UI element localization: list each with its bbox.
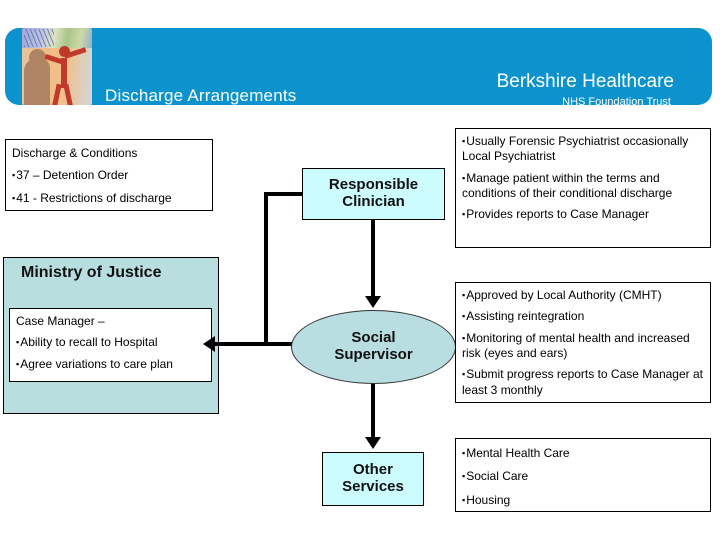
discharge-conditions-box: Discharge & Conditions 37 – Detention Or… (5, 139, 213, 211)
brand-subtitle: NHS Foundation Trust (562, 96, 671, 108)
logo-sky-band (22, 28, 92, 48)
discharge-conditions-item: 41 - Restrictions of discharge (12, 191, 206, 206)
discharge-conditions-heading: Discharge & Conditions (12, 146, 138, 160)
services-note: Mental Health Care (462, 446, 703, 461)
case-manager-item: Ability to recall to Hospital (16, 335, 205, 350)
node-social-supervisor[interactable]: Social Supervisor (291, 310, 456, 384)
arrow-down-icon (365, 296, 381, 308)
connector-supervisor-to-other-services (371, 382, 375, 439)
case-manager-box: Case Manager – Ability to recall to Hosp… (9, 308, 212, 382)
brand-logo-artwork (22, 28, 92, 105)
arrow-left-icon (203, 336, 215, 352)
node-other-services[interactable]: Other Services (322, 452, 424, 506)
brand-name: Berkshire Healthcare (496, 71, 674, 92)
supervisor-note: Assisting reintegration (462, 309, 703, 324)
connector-clinician-to-supervisor (371, 220, 375, 298)
ministry-of-justice-title: Ministry of Justice (21, 264, 162, 281)
logo-red-figure (44, 46, 87, 105)
supervisor-note: Monitoring of mental health and increase… (462, 331, 703, 362)
responsible-clinician-notes-box: Usually Forensic Psychiatrist occasional… (455, 128, 711, 248)
services-note: Social Care (462, 469, 703, 484)
node-label-line2: Services (342, 478, 404, 495)
case-manager-item: Agree variations to care plan (16, 357, 205, 372)
case-manager-heading: Case Manager – (16, 314, 105, 328)
node-responsible-clinician[interactable]: Responsible Clinician (302, 168, 445, 220)
connector-into-ministry-of-justice (212, 342, 317, 346)
social-supervisor-notes-box: Approved by Local Authority (CMHT) Assis… (455, 282, 711, 403)
logo-figure-silhouette (24, 49, 50, 105)
other-services-notes-box: Mental Health Care Social Care Housing (455, 438, 711, 512)
connector-clinician-to-moj-stub (264, 192, 304, 196)
supervisor-note: Submit progress reports to Case Manager … (462, 367, 703, 398)
connector-clinician-to-moj-vertical (264, 192, 268, 344)
node-label-line1: Social (351, 329, 396, 347)
page-title: Discharge Arrangements (105, 86, 297, 105)
node-label-line1: Responsible (328, 176, 419, 194)
node-other-services-label: Other Services (342, 461, 404, 496)
clinician-note: Manage patient within the terms and cond… (462, 171, 703, 202)
clinician-note: Usually Forensic Psychiatrist occasional… (462, 134, 703, 165)
arrow-down-icon (365, 437, 381, 449)
discharge-conditions-item: 37 – Detention Order (12, 168, 206, 183)
node-label-line2: Supervisor (334, 346, 413, 363)
services-note: Housing (462, 493, 703, 508)
node-label-line1: Other (352, 461, 393, 479)
node-label-line2: Clinician (342, 193, 405, 210)
header-banner: Discharge Arrangements Berkshire Healthc… (5, 28, 712, 108)
clinician-note: Provides reports to Case Manager (462, 207, 703, 222)
node-responsible-clinician-label: Responsible Clinician (328, 176, 419, 211)
supervisor-note: Approved by Local Authority (CMHT) (462, 288, 703, 303)
node-social-supervisor-label: Social Supervisor (334, 329, 413, 364)
